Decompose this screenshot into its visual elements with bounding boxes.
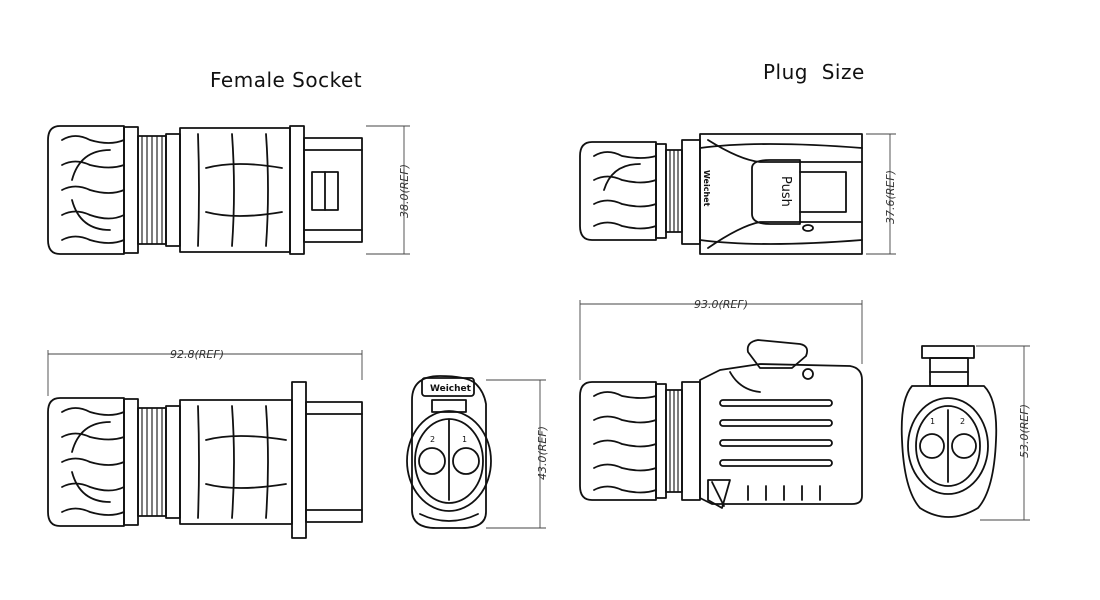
dimension-female-face-label: 43.0(REF) (536, 426, 549, 480)
dimension-female-length: 92.8(REF) (47, 348, 363, 396)
female-socket-front-face: Weichet 2 1 (406, 375, 492, 529)
dimension-plug-face-label: 53.0(REF) (1018, 404, 1031, 458)
plug-pin-1-label: 1 (930, 417, 935, 426)
dimension-plug-height-label: 37.6(REF) (884, 170, 897, 224)
dimension-plug-face: 53.0(REF) (976, 345, 1031, 521)
plug-front-face: 1 2 (900, 345, 998, 518)
dimension-plug-height: 37.6(REF) (866, 133, 897, 255)
dimension-female-height-label: 38.0(REF) (398, 164, 411, 218)
dimension-female-length-label: 92.8(REF) (170, 348, 224, 361)
pin-1-label: 1 (462, 435, 467, 444)
female-socket-side-view (47, 381, 363, 539)
brand-logo-text: Weichet (430, 384, 472, 394)
plug-top-view: Push Weichet (579, 133, 863, 255)
plug-pin-2-label: 2 (960, 417, 965, 426)
dimension-plug-length-label: 93.0(REF) (694, 298, 748, 311)
plug-size-title: Plug Size (763, 60, 865, 84)
push-marking: Push (778, 176, 793, 207)
brand-marking-top: Weichet (702, 170, 711, 207)
dimension-female-face: 43.0(REF) (486, 379, 549, 529)
dimension-plug-length: 93.0(REF) (579, 298, 863, 380)
dimension-female-height: 38.0(REF) (366, 125, 411, 255)
plug-side-view (579, 339, 863, 509)
female-socket-title: Female Socket (210, 68, 363, 92)
female-socket-top-view (47, 125, 363, 255)
pin-2-label: 2 (430, 435, 435, 444)
